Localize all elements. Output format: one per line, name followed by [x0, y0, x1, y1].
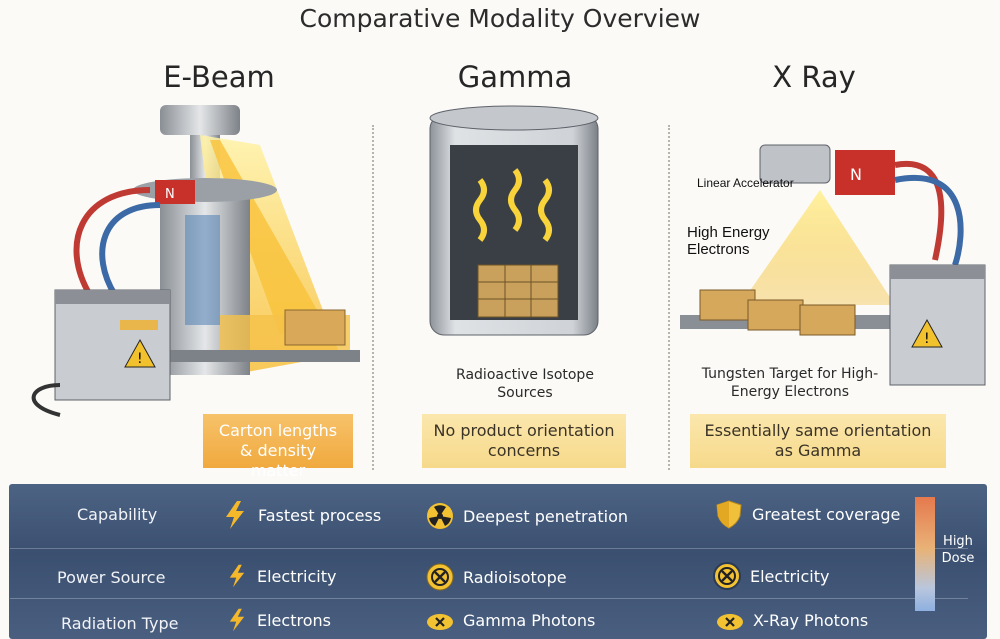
radiation-icon	[427, 614, 453, 630]
column-divider	[668, 125, 670, 470]
cell-gamma-radiation: Gamma Photons	[425, 609, 595, 631]
dose-scale-label: High Dose	[941, 534, 975, 566]
comparison-table	[9, 484, 987, 639]
cell-text: Greatest coverage	[752, 504, 901, 524]
cell-text: Gamma Photons	[463, 610, 596, 630]
lightning-icon	[229, 608, 245, 632]
xray-illustration: N !	[680, 144, 986, 386]
accelerator-label: Linear Accelerator	[697, 176, 794, 190]
dose-scale-bar	[915, 497, 935, 611]
ebeam-callout: Carton lengths & density matter	[203, 414, 353, 480]
gamma-title: Gamma	[457, 60, 573, 94]
radiation-icon	[717, 614, 743, 630]
row-label-capability: Capability	[77, 505, 158, 524]
gamma-callout: No product orientation concerns	[422, 414, 626, 468]
cell-ebeam-capability: Fastest process	[220, 500, 381, 530]
cell-text: Electricity	[257, 566, 337, 586]
page-title: Comparative Modality Overview	[299, 4, 701, 33]
radiation-icon	[427, 503, 453, 529]
cell-ebeam-radiation: Electrons	[225, 607, 331, 633]
gamma-caption: Radioactive Isotope Sources	[456, 367, 594, 401]
xray-title: X Ray	[772, 60, 856, 94]
row-divider	[10, 548, 968, 549]
cell-text: Electricity	[750, 566, 830, 586]
ebeam-title: E-Beam	[163, 60, 275, 94]
isotope-icon	[713, 562, 741, 590]
electrons-label: High Energy Electrons	[687, 224, 770, 258]
cell-xray-radiation: X-Ray Photons	[715, 609, 868, 631]
lightning-icon	[229, 564, 245, 588]
gamma-illustration	[429, 105, 599, 336]
svg-text:!: !	[137, 351, 143, 367]
cell-xray-capability: Greatest coverage	[714, 499, 900, 529]
tungsten-label: Tungsten Target for High-Energy Electron…	[701, 366, 879, 400]
svg-text:N: N	[850, 165, 862, 184]
isotope-icon	[426, 563, 454, 591]
lightning-icon	[226, 501, 244, 529]
cell-text: Radioisotope	[463, 567, 567, 587]
cell-gamma-power: Radioisotope	[425, 562, 567, 592]
shield-icon	[716, 500, 742, 529]
svg-text:!: !	[924, 331, 930, 347]
svg-text:N: N	[165, 187, 175, 202]
row-label-radiation-type: Radiation Type	[61, 614, 179, 633]
cell-gamma-capability: Deepest penetration	[425, 501, 628, 531]
row-divider	[10, 598, 968, 599]
cell-text: Fastest process	[258, 505, 382, 525]
cell-text: X-Ray Photons	[753, 610, 869, 630]
row-label-power-source: Power Source	[57, 568, 166, 587]
cell-text: Deepest penetration	[463, 506, 628, 526]
cell-xray-power: Electricity	[712, 561, 829, 591]
xray-callout: Essentially same orientation as Gamma	[690, 414, 946, 468]
cell-text: Electrons	[257, 610, 331, 630]
column-divider	[372, 125, 374, 470]
cell-ebeam-power: Electricity	[225, 563, 336, 589]
ebeam-illustration: N !	[31, 105, 360, 417]
